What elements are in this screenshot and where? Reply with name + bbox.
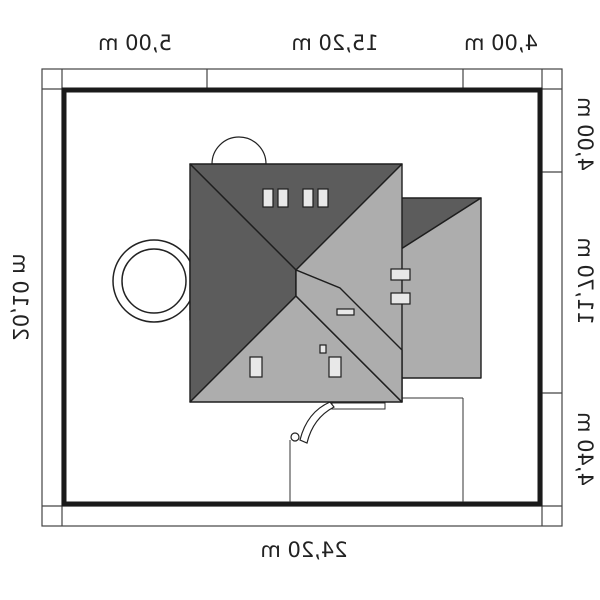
main-roof-valley-fill (295, 269, 403, 403)
skylight (249, 356, 263, 378)
main-roof (189, 163, 403, 403)
outer-frame (41, 68, 563, 527)
dim-label-top-center: 15,20 m (291, 31, 378, 55)
skylight (277, 188, 289, 208)
canopy-arc (299, 401, 335, 444)
site-lines (289, 397, 464, 502)
skylight (262, 188, 274, 208)
skylight (302, 188, 314, 208)
bay-window-top (211, 136, 267, 165)
skylight (390, 292, 411, 305)
dim-label-top-right: 4,00 m (464, 31, 538, 55)
dim-label-right-middle: 11,70 m (573, 237, 597, 324)
roof-windows (249, 188, 411, 378)
chimney (319, 344, 327, 354)
entrance-step (331, 402, 386, 410)
skylight (390, 268, 411, 281)
dim-label-left-total: 20,10 m (8, 253, 32, 340)
tower-inner-ring (121, 248, 187, 314)
skylight (317, 188, 329, 208)
round-tower (112, 239, 196, 323)
dim-label-top-left: 5,00 m (98, 31, 172, 55)
skylight (336, 308, 355, 316)
dim-label-right-bottom: 4,40 m (573, 412, 597, 486)
skylight (328, 356, 342, 378)
canopy-post (290, 432, 300, 442)
dim-label-right-top: 4,00 m (573, 97, 597, 171)
dim-label-bottom-total: 24,20 m (260, 538, 347, 562)
plot-boundary (61, 87, 543, 507)
entrance-canopy (290, 401, 335, 444)
